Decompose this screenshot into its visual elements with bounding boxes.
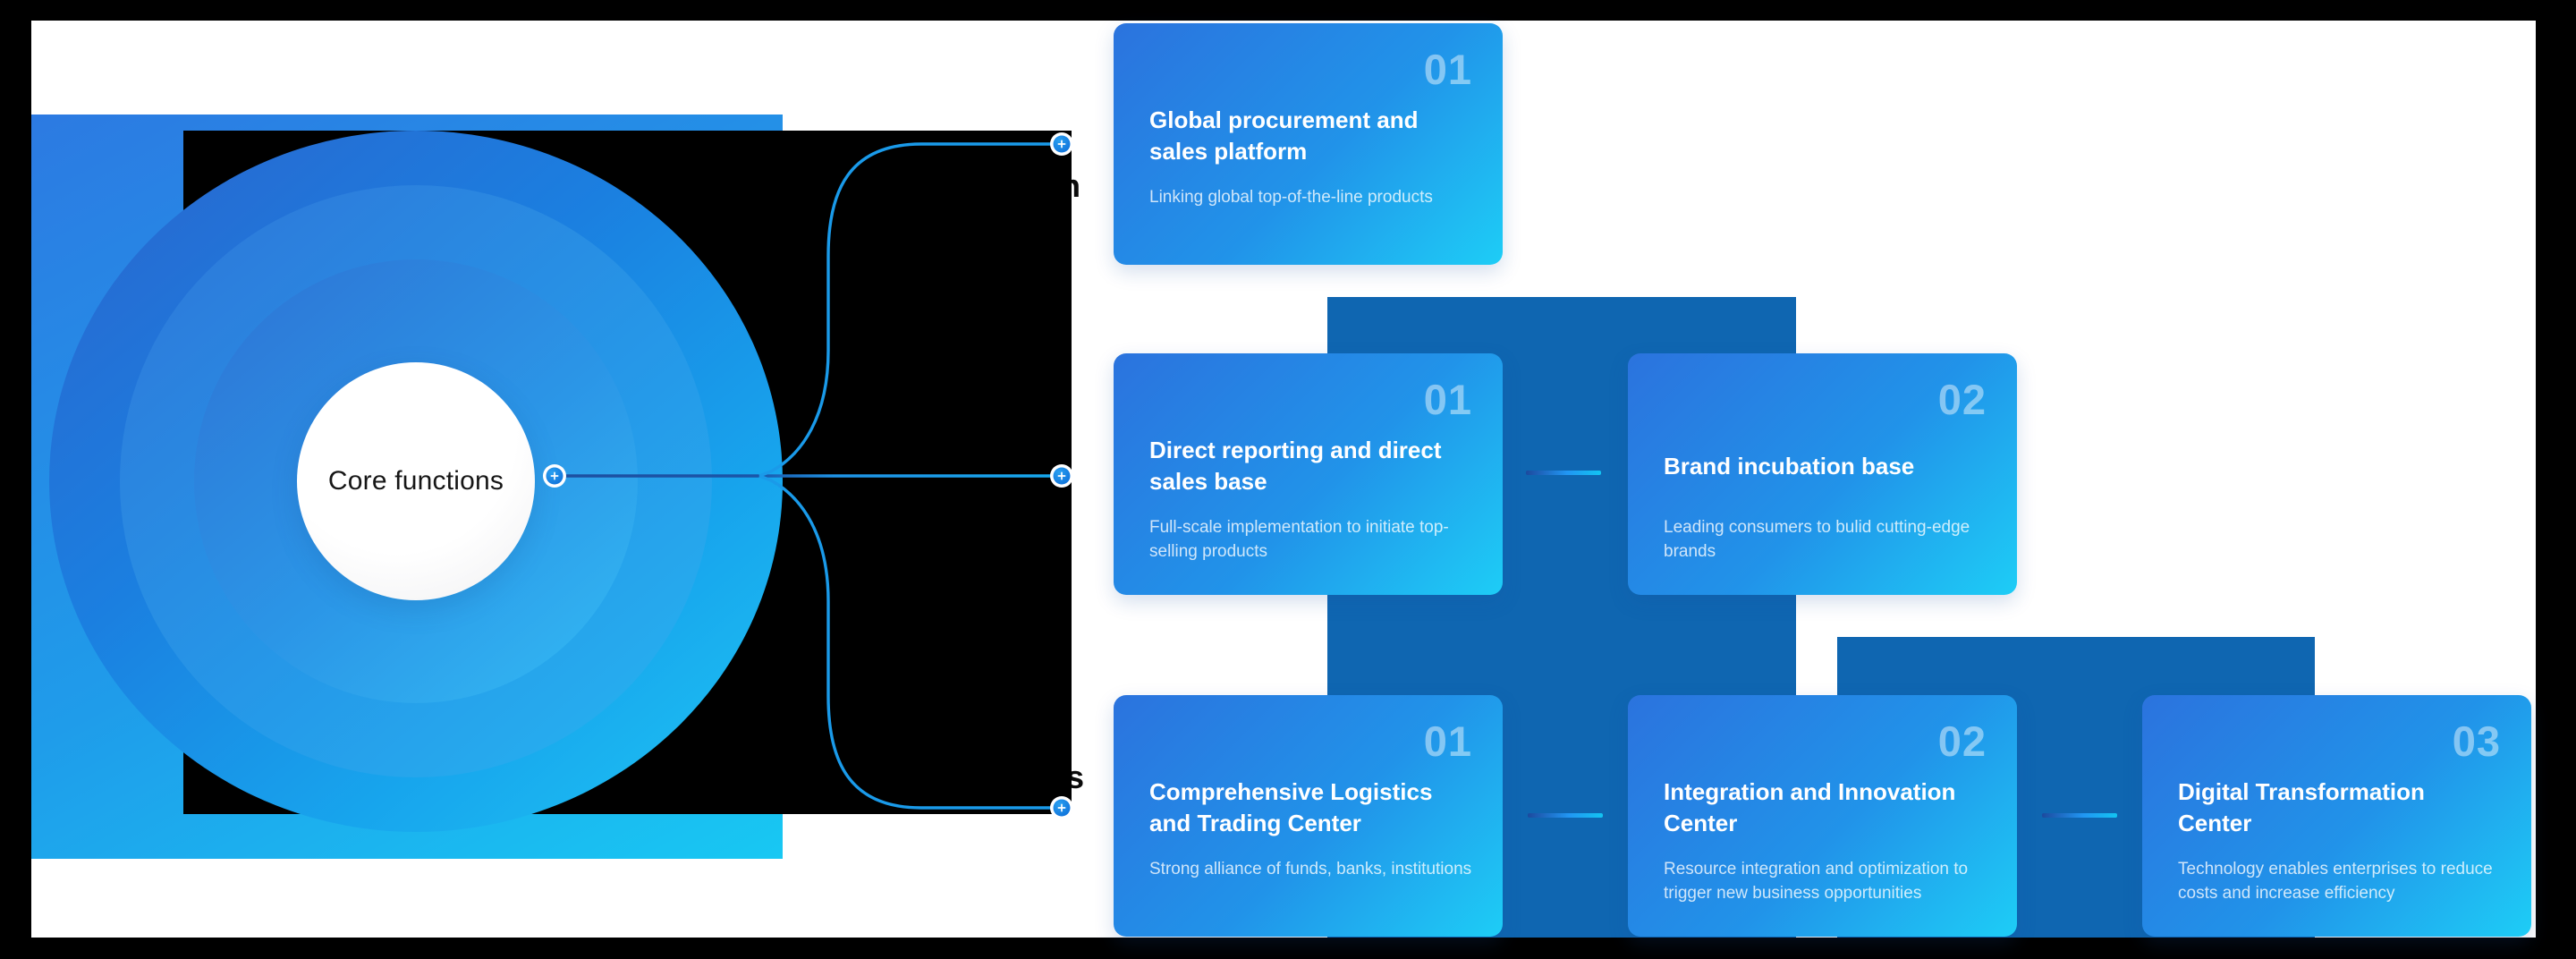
card-number: 01 [1423,46,1472,93]
card-subtitle: Linking global top-of-the-line products [1149,188,1433,207]
card-subtitle: Strong alliance of funds, banks, institu… [1149,860,1472,878]
card-number: 02 [1937,376,1987,423]
info-card-global-procurement: 01 Global procurement and sales platform… [1114,23,1503,265]
card-title: Brand incubation base [1664,452,1915,480]
card-number: 01 [1423,376,1472,423]
card-title: Global procurement and sales platform [1149,106,1419,165]
hub-circle: Core functions [297,362,535,600]
card-title: Integration and Innovation Center [1664,778,1956,836]
info-card-brand-incubation: 02 Brand incubation base Leading consume… [1628,353,2017,595]
card-number: 03 [2452,717,2501,765]
card-number: 01 [1423,717,1472,765]
card-number: 02 [1937,717,1987,765]
card-subtitle: Resource integration and optimization to… [1664,860,1969,903]
dash-connector-row2 [1526,471,1601,475]
card-subtitle: Technology enables enterprises to reduce… [2178,860,2493,903]
card-title: Direct reporting and direct sales base [1149,437,1442,495]
dash-connector-row3-left [1528,813,1603,818]
hub-label: Core functions [327,466,504,496]
connector-line-bottom [758,474,1052,810]
card-title: Comprehensive Logistics and Trading Cent… [1149,778,1433,836]
endpoint-node-top-plus-icon[interactable] [1050,132,1073,156]
hub-node-plus-icon[interactable] [543,464,566,488]
card-title: Digital Transformation Center [2178,778,2425,836]
connector-line-top [758,142,1052,478]
info-card-direct-reporting: 01 Direct reporting and direct sales bas… [1114,353,1503,595]
card-subtitle: Leading consumers to bulid cutting-edge … [1664,518,1970,561]
info-card-integration-innovation: 02 Integration and Innovation Center Res… [1628,695,2017,937]
info-card-comprehensive-logistics: 01 Comprehensive Logistics and Trading C… [1114,695,1503,937]
endpoint-node-middle-plus-icon[interactable] [1050,464,1073,488]
endpoint-node-bottom-plus-icon[interactable] [1050,796,1073,819]
card-subtitle: Full-scale implementation to initiate to… [1149,518,1449,561]
info-card-digital-transformation: 03 Digital Transformation Center Technol… [2142,695,2531,937]
dash-connector-row3-right [2042,813,2117,818]
